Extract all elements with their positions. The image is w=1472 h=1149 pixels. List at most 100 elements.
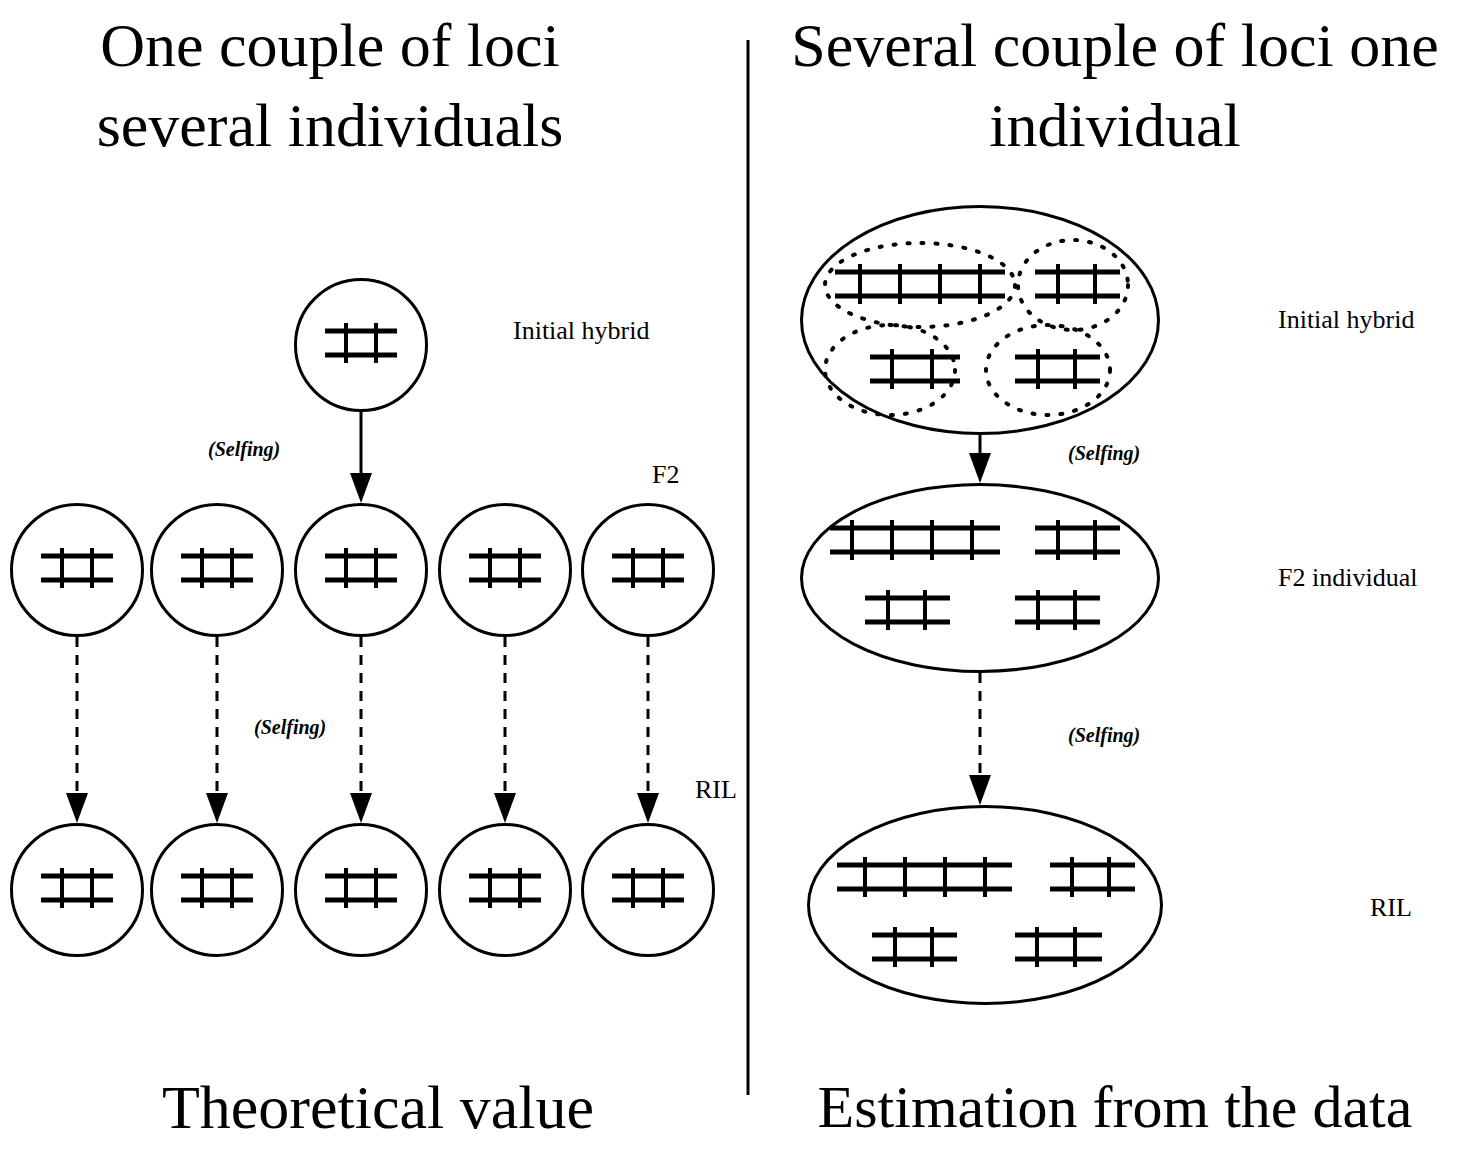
process-note: (Selfing) bbox=[1068, 440, 1140, 466]
outline bbox=[438, 823, 572, 957]
chromosome bbox=[41, 874, 113, 879]
arrowhead bbox=[66, 793, 88, 823]
locus-mark bbox=[230, 548, 234, 588]
chromosome bbox=[612, 874, 684, 879]
outline bbox=[581, 823, 715, 957]
chromosome-pair bbox=[870, 349, 960, 389]
locus-mark bbox=[890, 349, 894, 389]
ellipse-outline bbox=[802, 207, 1159, 434]
individual-circle: RIL bbox=[581, 823, 715, 957]
chromosome bbox=[1050, 887, 1135, 892]
circle-outline bbox=[152, 505, 283, 636]
locus-mark bbox=[661, 548, 665, 588]
node-label: F2 bbox=[652, 460, 679, 490]
panel-caption: Theoretical value bbox=[162, 1072, 594, 1142]
locus-mark bbox=[1036, 349, 1040, 389]
chromosome bbox=[1035, 294, 1120, 299]
arrowhead bbox=[494, 793, 516, 823]
chromosome-pair bbox=[835, 264, 1005, 304]
locus-mark bbox=[374, 323, 378, 363]
outline bbox=[294, 503, 428, 637]
connector-line bbox=[360, 637, 363, 797]
arrowhead bbox=[637, 793, 659, 823]
chromosome bbox=[469, 874, 541, 879]
locus-mark bbox=[886, 590, 890, 630]
node-label: RIL bbox=[695, 775, 737, 805]
individual-circle bbox=[294, 823, 428, 957]
chromosome-pair bbox=[1035, 264, 1120, 304]
locus-mark bbox=[488, 868, 492, 908]
outline bbox=[800, 483, 1160, 673]
chromosome-pair bbox=[325, 323, 397, 363]
locus-mark bbox=[1093, 520, 1097, 560]
locus-mark bbox=[1056, 264, 1060, 304]
chromosome bbox=[1015, 379, 1100, 384]
connector-line bbox=[504, 637, 507, 797]
chromosome bbox=[612, 898, 684, 903]
locus-mark bbox=[1107, 857, 1111, 897]
process-note: (Selfing) bbox=[254, 714, 326, 740]
chromosome bbox=[325, 329, 397, 334]
ellipse-outline bbox=[802, 485, 1159, 672]
process-note: (Selfing) bbox=[1068, 722, 1140, 748]
individual-circle bbox=[10, 503, 144, 637]
locus-mark bbox=[938, 264, 942, 304]
individual-ellipse: RIL bbox=[807, 805, 1163, 1005]
connector-line bbox=[216, 637, 219, 797]
locus-mark bbox=[90, 868, 94, 908]
locus-mark bbox=[1035, 927, 1039, 967]
circle-outline bbox=[296, 825, 427, 956]
node-label: Initial hybrid bbox=[1278, 305, 1414, 335]
outline bbox=[294, 278, 428, 412]
chromosome-pair bbox=[41, 548, 113, 588]
dashed-arrow bbox=[969, 673, 991, 805]
locus-mark bbox=[1036, 590, 1040, 630]
locus-mark bbox=[518, 548, 522, 588]
connector-line bbox=[979, 673, 982, 779]
circle-outline bbox=[440, 825, 571, 956]
individual-circle bbox=[10, 823, 144, 957]
locus-mark bbox=[631, 868, 635, 908]
arrowhead bbox=[206, 793, 228, 823]
chromosome-pair bbox=[325, 868, 397, 908]
chromosome-pair bbox=[1035, 520, 1120, 560]
locus-mark bbox=[923, 590, 927, 630]
chromosome-pair bbox=[1015, 590, 1100, 630]
locus-mark bbox=[488, 548, 492, 588]
chromosome bbox=[41, 578, 113, 583]
circle-outline bbox=[12, 825, 143, 956]
locus-mark bbox=[1070, 857, 1074, 897]
chromosome bbox=[612, 578, 684, 583]
chromosome bbox=[1035, 526, 1120, 531]
chromosome bbox=[325, 578, 397, 583]
arrowhead bbox=[350, 473, 372, 503]
locus-mark bbox=[1093, 264, 1097, 304]
dashed-arrow bbox=[494, 637, 516, 823]
outline bbox=[150, 503, 284, 637]
connector-line bbox=[647, 637, 650, 797]
chromosome-pair bbox=[837, 857, 1012, 897]
dotted-group bbox=[825, 325, 955, 415]
circle-outline bbox=[12, 505, 143, 636]
chromosome bbox=[1015, 620, 1100, 625]
node-label: RIL bbox=[1370, 893, 1412, 923]
chromosome bbox=[1015, 596, 1100, 601]
locus-mark bbox=[898, 264, 902, 304]
locus-mark bbox=[930, 520, 934, 560]
chromosome-pair bbox=[469, 548, 541, 588]
node-label: F2 individual bbox=[1278, 563, 1417, 593]
locus-mark bbox=[858, 264, 862, 304]
connector-line bbox=[360, 412, 363, 477]
locus-mark bbox=[850, 520, 854, 560]
chromosome bbox=[181, 874, 253, 879]
locus-mark bbox=[1056, 520, 1060, 560]
chromosome bbox=[865, 596, 950, 601]
locus-mark bbox=[230, 868, 234, 908]
chromosome bbox=[1015, 355, 1100, 360]
chromosome bbox=[181, 578, 253, 583]
locus-mark bbox=[90, 548, 94, 588]
chromosome bbox=[612, 554, 684, 559]
outline bbox=[150, 823, 284, 957]
